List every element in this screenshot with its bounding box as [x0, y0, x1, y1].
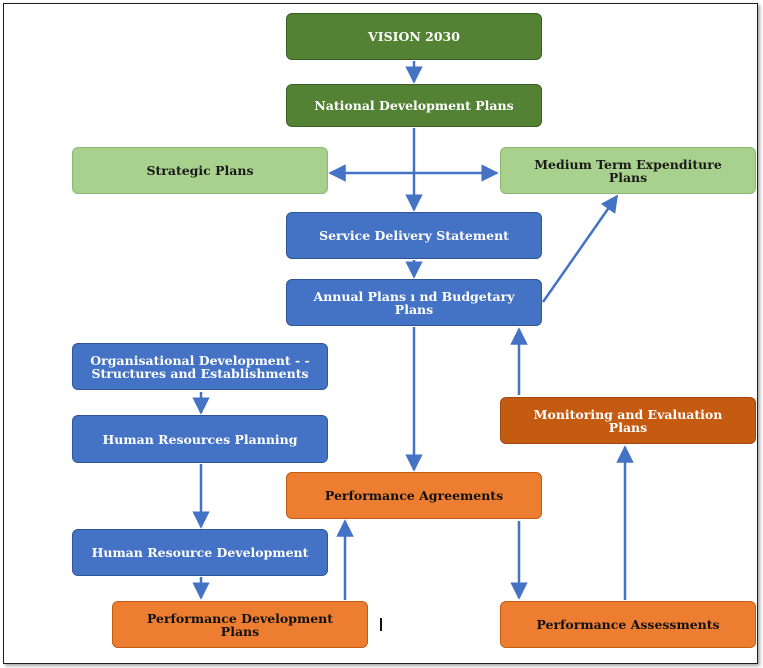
node-performance-development-plans: Performance Development Plans: [112, 601, 368, 648]
node-performance-agreements: Performance Agreements: [286, 472, 542, 519]
node-national-development-plans: National Development Plans: [286, 84, 542, 127]
node-service-delivery-statement: Service Delivery Statement: [286, 212, 542, 259]
diagram-frame: [3, 3, 758, 664]
node-performance-assessments: Performance Assessments: [500, 601, 756, 648]
arrow-annual-to-mtef: [541, 194, 619, 303]
node-monitoring-evaluation-plans: Monitoring and Evaluation Plans: [500, 397, 756, 444]
node-organisational-development: Organisational Development - - Structure…: [72, 343, 328, 390]
node-human-resources-planning: Human Resources Planning: [72, 415, 328, 463]
node-vision-2030: VISION 2030: [286, 13, 542, 60]
node-human-resource-development: Human Resource Development: [72, 529, 328, 576]
node-strategic-plans: Strategic Plans: [72, 147, 328, 194]
node-medium-term-expenditure-plans: Medium Term Expenditure Plans: [500, 147, 756, 194]
text-cursor: [380, 618, 382, 631]
node-annual-plans-budgetary: Annual Plans ı nd Budgetary Plans: [286, 279, 542, 326]
